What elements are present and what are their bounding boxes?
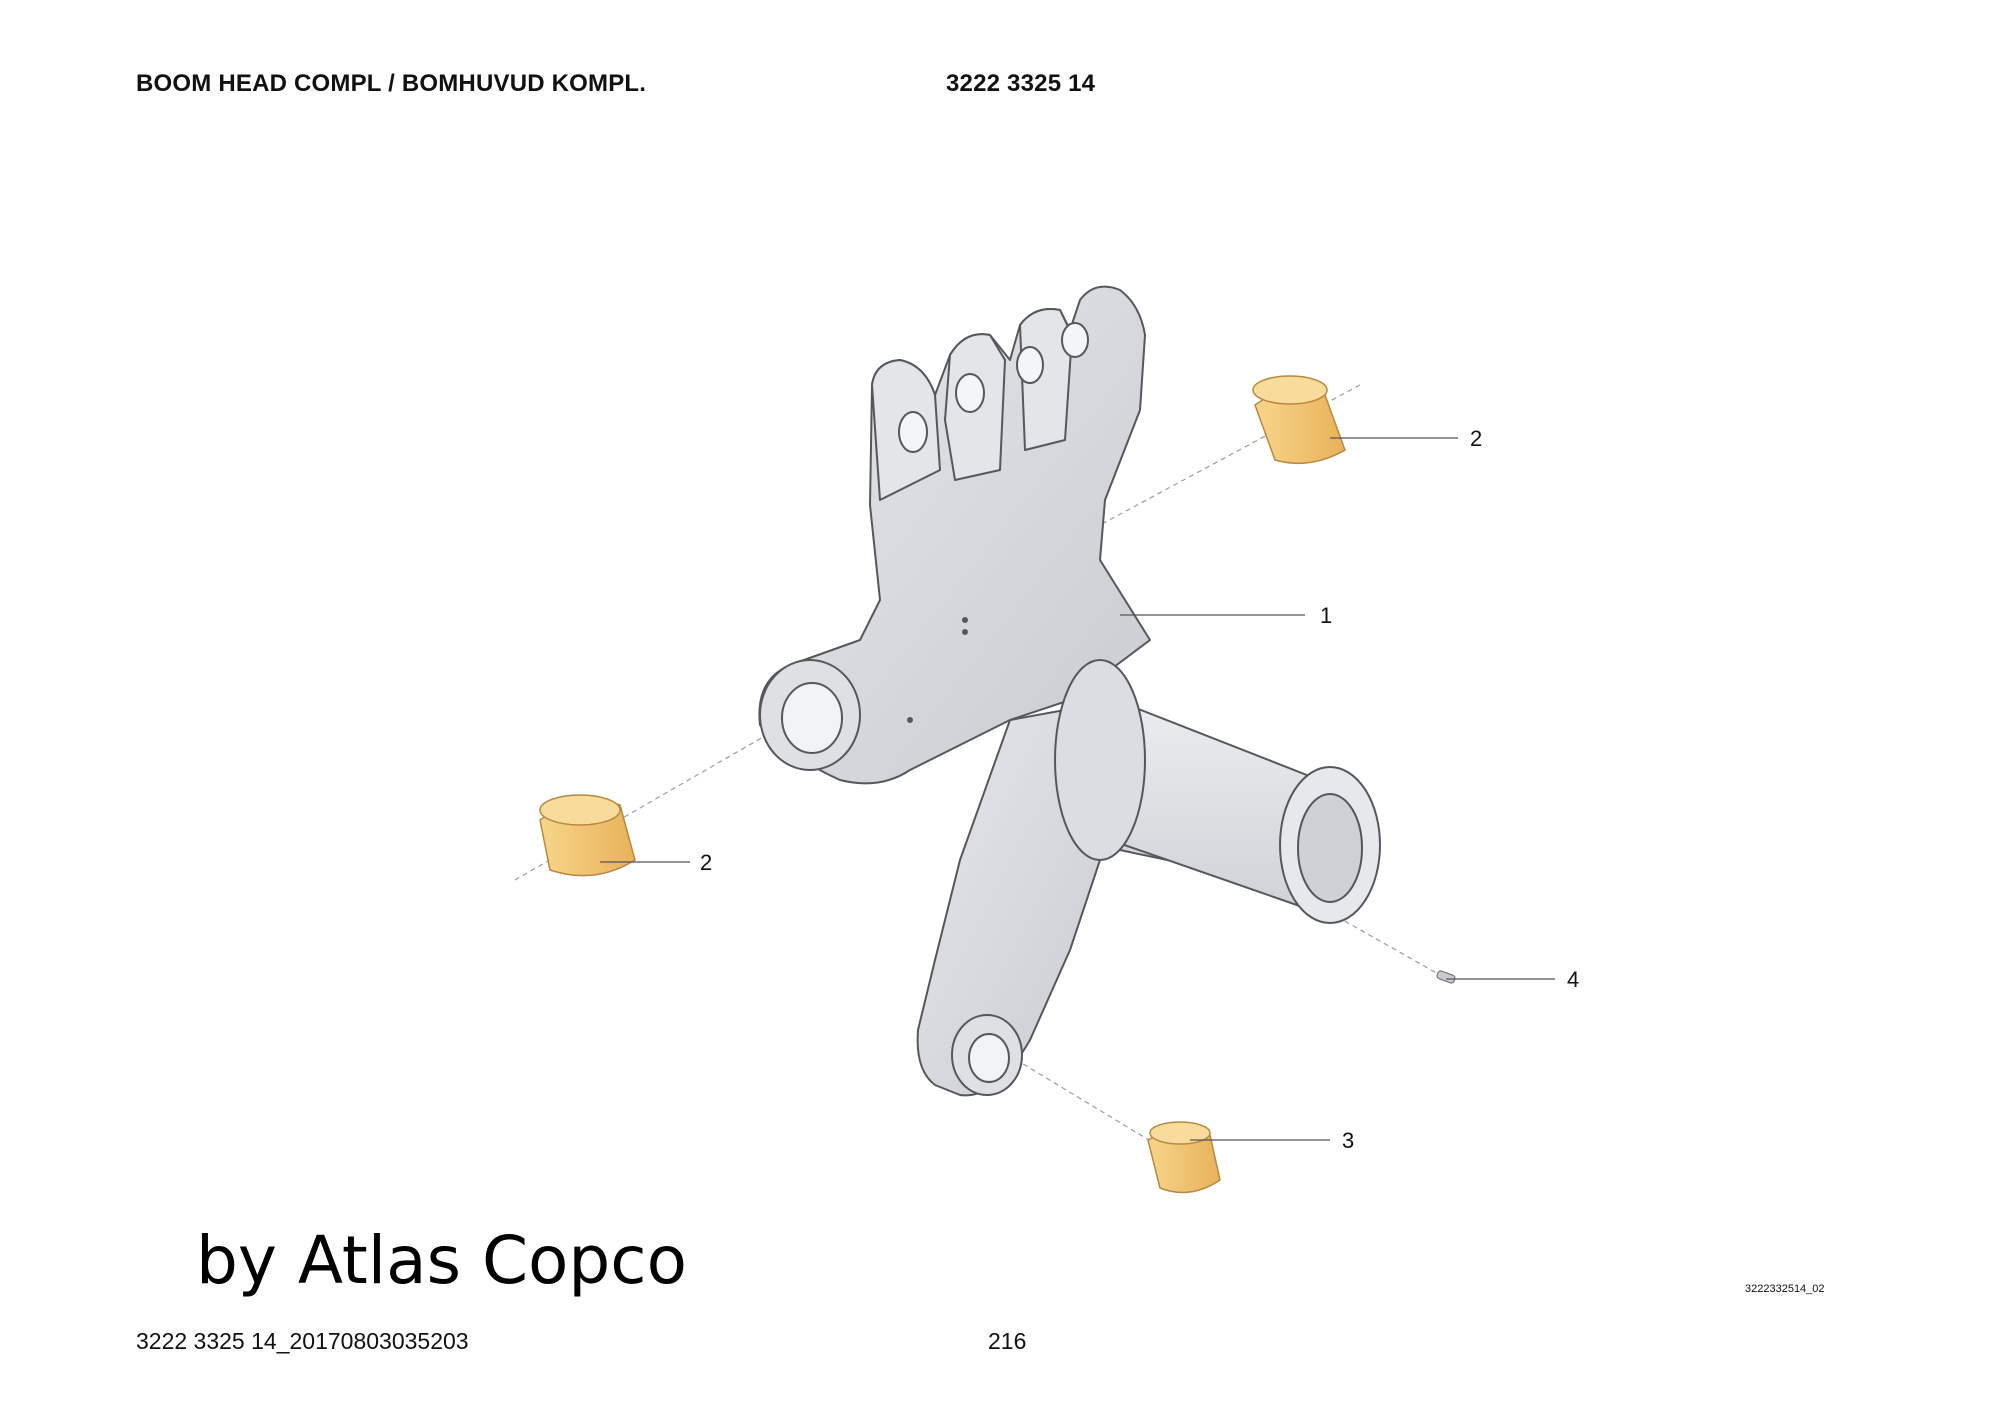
callout-2-lower: 2 — [700, 850, 712, 875]
callout-2-upper: 2 — [1470, 426, 1482, 451]
tube-end-bore — [1297, 793, 1363, 903]
callout-3: 3 — [1342, 1128, 1354, 1153]
pin-item-4 — [1436, 970, 1456, 984]
callout-leader-lines — [600, 437, 1555, 1141]
bushing-lower-left — [539, 794, 636, 877]
casting-detail-dot — [962, 629, 968, 635]
tube-flange — [1054, 659, 1146, 861]
page-title: BOOM HEAD COMPL / BOMHUVUD KOMPL. — [136, 70, 647, 97]
callout-4: 4 — [1567, 967, 1579, 992]
fork-hole — [898, 411, 928, 453]
casting-detail-dot — [962, 617, 968, 623]
bushing-bottom — [1147, 1121, 1221, 1194]
left-boss-hole — [781, 682, 843, 754]
fork-hole — [1016, 346, 1044, 384]
part-number: 3222 3325 14 — [946, 70, 1096, 97]
drawing-reference: 3222332514_02 — [1745, 1283, 1825, 1295]
document-id: 3222 3325 14_20170803035203 — [136, 1328, 469, 1354]
casting-detail-dot — [907, 717, 913, 723]
fork-hole — [955, 373, 985, 413]
fork-hole — [1061, 322, 1089, 358]
boom-head-casting — [758, 285, 1381, 1097]
bushing-upper-right — [1252, 375, 1346, 465]
lower-boss-hole — [968, 1033, 1010, 1083]
fork-plate-3 — [1019, 308, 1073, 451]
atlas-copco-watermark: by Atlas Copco — [196, 1222, 687, 1299]
callout-1: 1 — [1320, 603, 1332, 628]
page-number: 216 — [988, 1328, 1027, 1354]
